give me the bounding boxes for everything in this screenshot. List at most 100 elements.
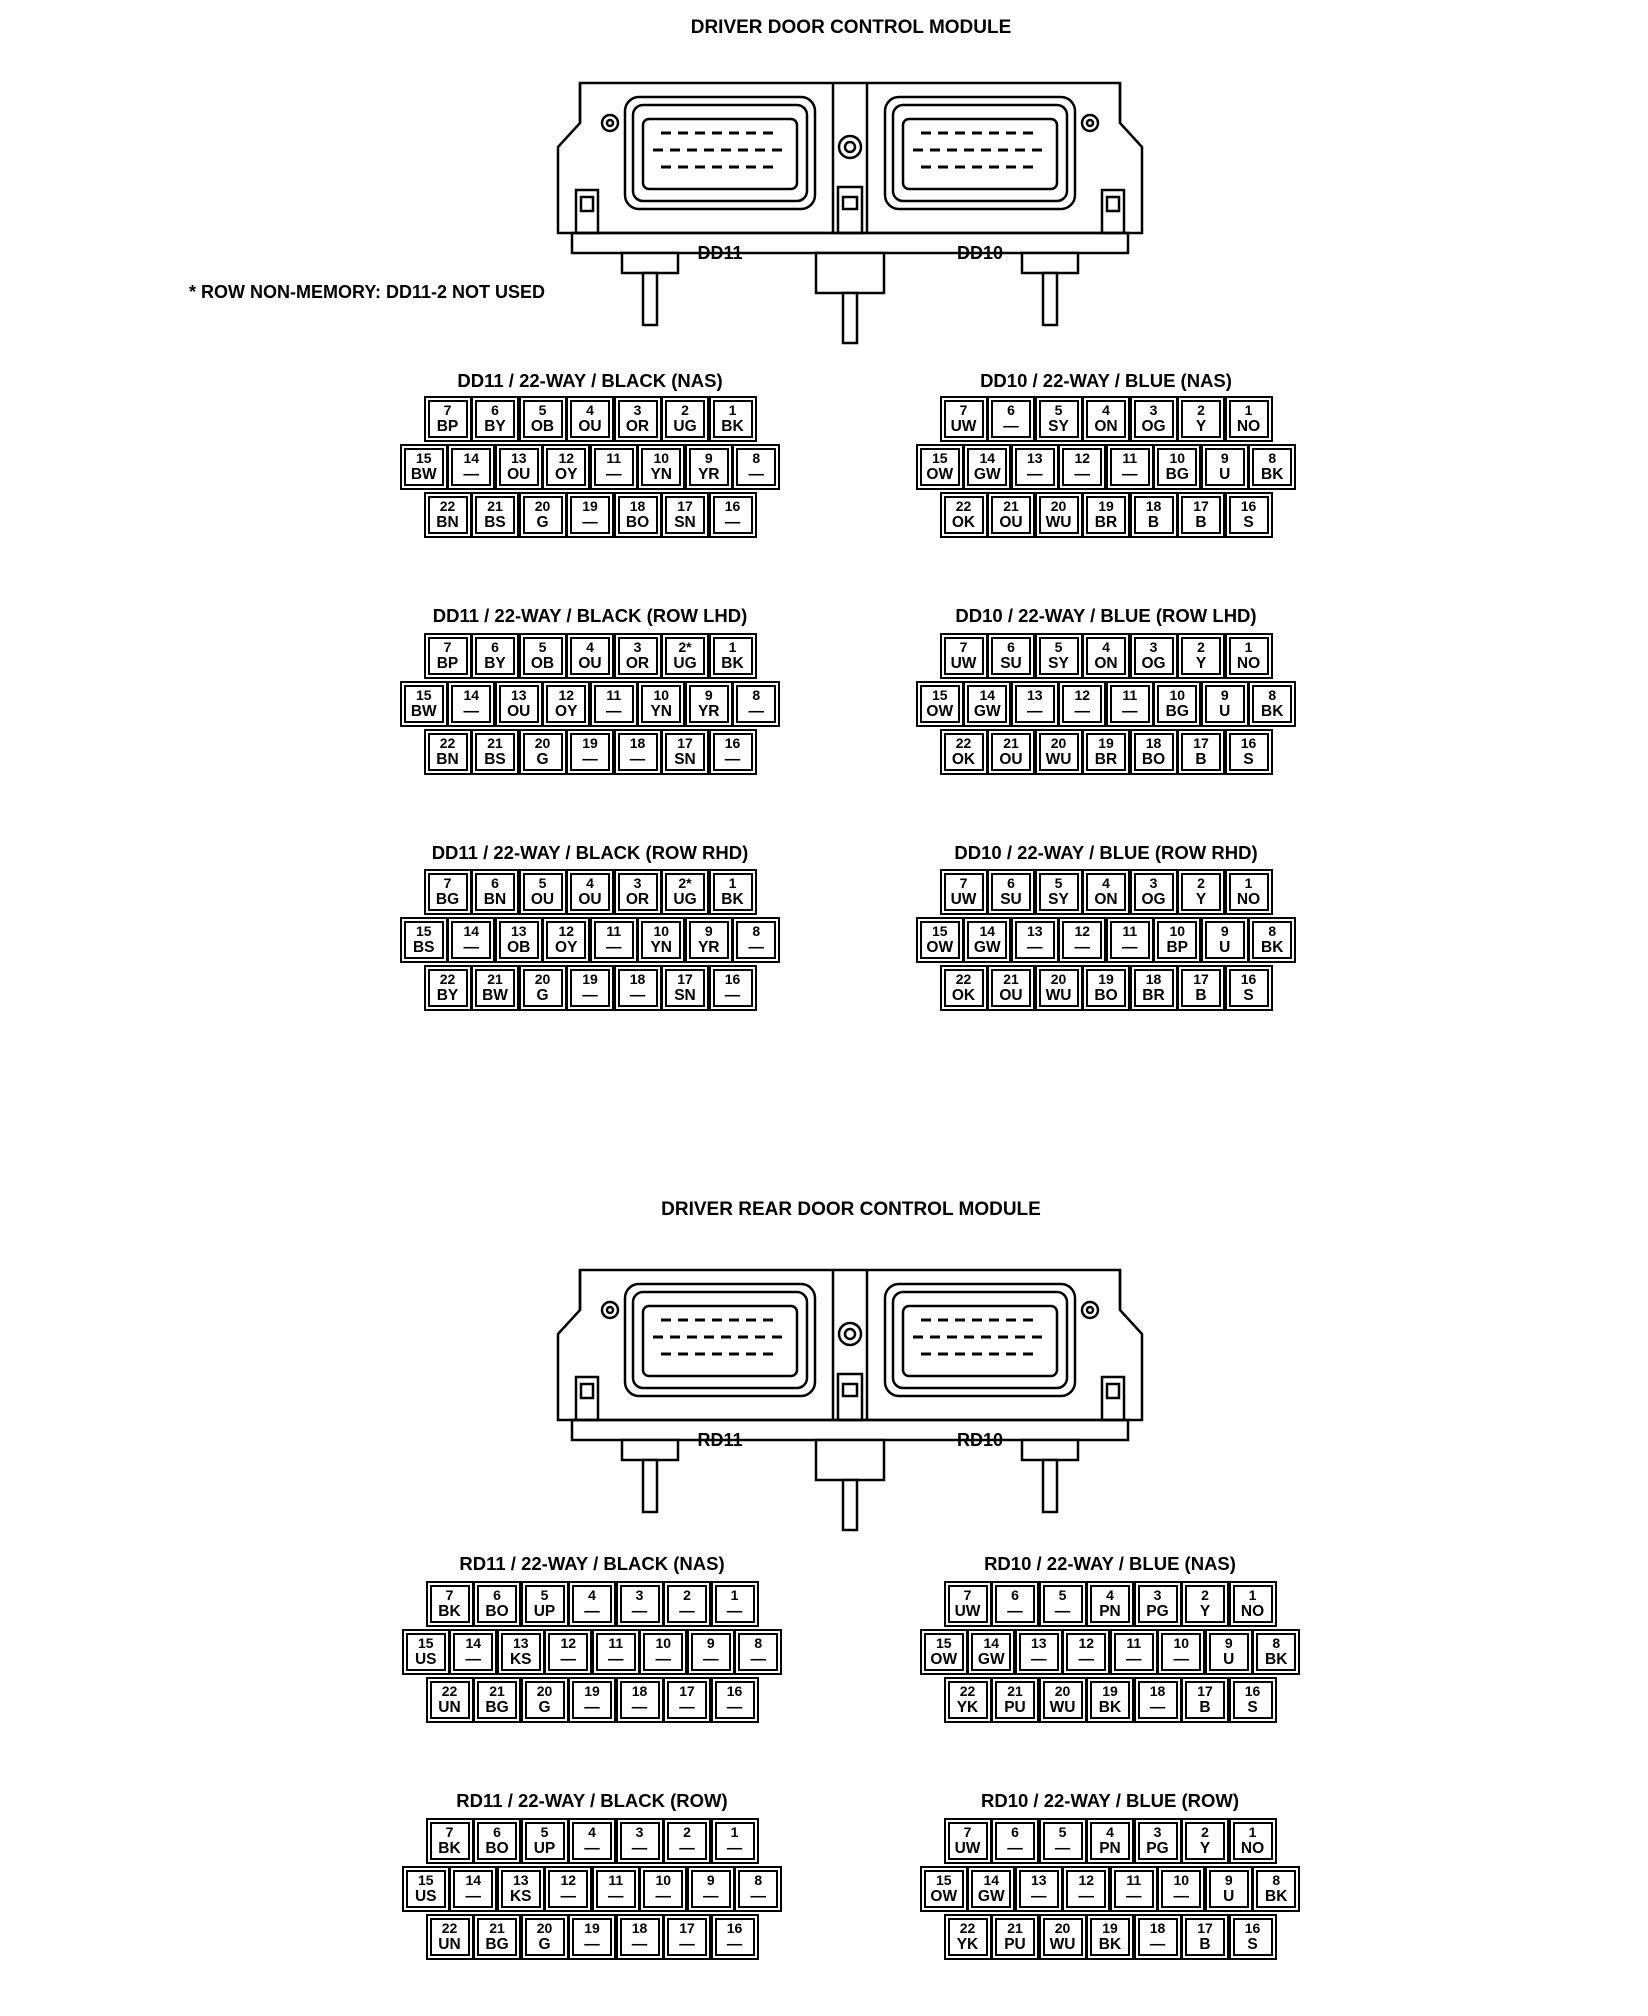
pin-wire-color: UN (438, 1936, 461, 1953)
connector-pin: 2— (667, 1822, 707, 1860)
pin-wire-color: YN (650, 466, 673, 483)
pin-number: 3 (633, 639, 642, 655)
pin-wire-color: SY (1048, 891, 1069, 908)
pin-wire-color: — (1078, 1888, 1095, 1905)
pin-wire-color: B (1195, 514, 1207, 531)
pin-wire-color: GW (977, 1651, 1005, 1668)
pin-wire-color: OB (530, 655, 555, 672)
pin-wire-color: — (1122, 939, 1138, 956)
pin-wire-color: — (1126, 1651, 1142, 1668)
pin-wire-color: — (703, 1888, 719, 1905)
pin-number: 18 (629, 971, 646, 987)
pin-number: 14 (979, 450, 996, 466)
pin-wire-color: — (463, 939, 480, 956)
connector-pin: 11— (1113, 1870, 1154, 1908)
pin-number: 13 (1030, 1872, 1047, 1888)
pin-wire-color: S (1243, 751, 1254, 768)
pin-wire-color: SU (1000, 891, 1022, 908)
pin-number: 2 (683, 1587, 691, 1603)
connector-pin: 14— (451, 921, 492, 959)
pin-wire-color: — (748, 703, 765, 720)
pin-number: 21 (1007, 1683, 1023, 1699)
pin-wire-color: GW (973, 703, 1001, 720)
pin-number: 18 (1145, 735, 1162, 751)
pin-wire-color: — (1074, 703, 1091, 720)
pin-number: 1 (1244, 639, 1253, 655)
pin-wire-color: UP (533, 1840, 556, 1857)
pin-number: 6 (1007, 875, 1015, 891)
pin-wire-color: PG (1146, 1603, 1169, 1620)
pin-number: 22 (955, 971, 972, 987)
pin-number: 5 (540, 1587, 549, 1603)
pin-wire-color: OW (930, 1888, 958, 1905)
pin-number: 11 (608, 1635, 624, 1651)
pin-number: 19 (584, 1683, 600, 1699)
pin-wire-color: — (631, 1699, 648, 1716)
pin-wire-color: G (536, 987, 549, 1004)
pin-number: 4 (1102, 639, 1110, 655)
pin-wire-color: G (538, 1699, 551, 1716)
pin-number: 15 (931, 923, 948, 939)
pin-number: 3 (635, 1587, 644, 1603)
pin-number: 4 (1106, 1587, 1114, 1603)
pin-wire-color: BR (1094, 514, 1118, 531)
pin-number: 16 (1244, 1683, 1261, 1699)
connector-pin: 11— (1109, 921, 1150, 959)
connector-pin: 9— (690, 1633, 731, 1671)
pin-wire-color: OR (625, 655, 650, 672)
pin-wire-color: — (1031, 1888, 1047, 1905)
pin-wire-color: OB (507, 939, 531, 956)
pin-wire-color: PU (1004, 1936, 1026, 1953)
pin-number: 6 (493, 1824, 501, 1840)
pin-number: 6 (1011, 1824, 1019, 1840)
pin-number: 13 (1026, 450, 1043, 466)
pin-wire-color: — (1173, 1651, 1190, 1668)
connector-pin: 13— (1014, 685, 1055, 723)
connector-title: DD11 / 22-WAY / BLACK (ROW RHD) (431, 842, 749, 863)
pin-number: 15 (415, 450, 432, 466)
connector-pin: 13— (1018, 1870, 1059, 1908)
pin-wire-color: — (679, 1603, 695, 1620)
pin-number: 19 (582, 971, 598, 987)
connector-pin: 12— (1062, 921, 1103, 959)
pin-number: 21 (487, 971, 503, 987)
pin-number: 7 (443, 639, 452, 655)
pin-wire-color: PG (1146, 1840, 1169, 1857)
pin-wire-color: — (560, 1651, 577, 1668)
connector-pin: 18— (617, 969, 658, 1007)
pin-wire-color: B (1195, 987, 1207, 1004)
pin-number: 7 (443, 875, 452, 891)
pin-wire-color: NO (1236, 418, 1261, 435)
connector-pin: 18— (619, 1681, 660, 1719)
pin-number: 3 (1153, 1824, 1162, 1840)
pin-number: 15 (417, 1635, 434, 1651)
connector-pin: 19— (570, 969, 610, 1007)
pin-number: 8 (754, 1635, 763, 1651)
